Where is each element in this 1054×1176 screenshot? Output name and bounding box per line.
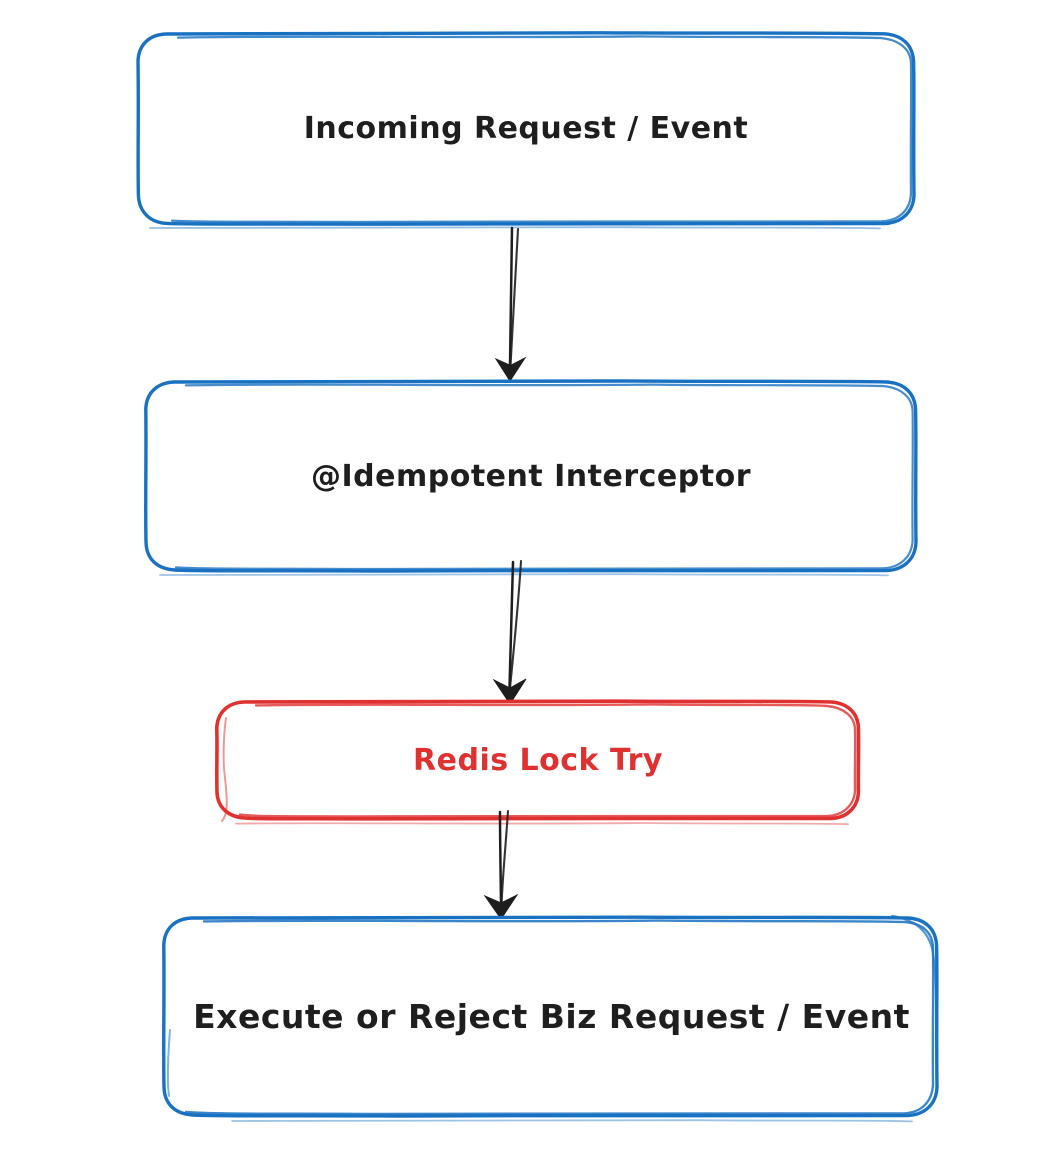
node-shape-redis-lock — [215, 699, 861, 826]
edge-2-hit[interactable] — [485, 560, 535, 705]
node-shape-incoming — [136, 31, 916, 230]
edge-redis-lock-to-execute-reject — [483, 809, 519, 920]
edge-interceptor-to-redis-lock — [492, 559, 527, 705]
node-execute-reject[interactable] — [163, 916, 940, 1117]
node-shape-execute-reject — [162, 914, 939, 1123]
node-incoming[interactable] — [137, 32, 915, 225]
edge-1-hit[interactable] — [485, 228, 535, 383]
edge-3-hit[interactable] — [476, 810, 526, 920]
edge-incoming-to-interceptor — [494, 226, 527, 382]
node-interceptor[interactable] — [145, 380, 917, 572]
node-shape-interceptor — [144, 379, 918, 577]
node-redis-lock[interactable] — [216, 700, 860, 820]
